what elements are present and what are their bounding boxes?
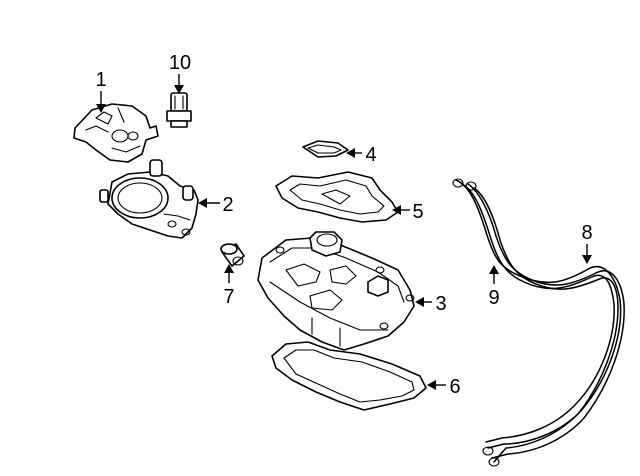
part-2-throttle-body: [99, 159, 199, 239]
callout-6: 6: [449, 376, 460, 398]
callout-7: 7: [223, 286, 234, 308]
callout-5: 5: [412, 201, 423, 223]
part-5-cover-gasket: [275, 171, 399, 223]
part-7-connector: [220, 243, 245, 267]
callout-8: 8: [581, 222, 592, 244]
callout-3: 3: [435, 293, 446, 315]
leaders: [96, 74, 592, 390]
callout-10: 10: [169, 52, 191, 74]
part-10-sensor: [166, 92, 192, 128]
part-4-gasket: [302, 140, 349, 158]
part-6-pan-gasket: [271, 341, 427, 411]
callout-4: 4: [365, 144, 376, 166]
part-8-9-hoses: [452, 178, 625, 467]
part-3-main-body: [257, 231, 415, 351]
callout-1: 1: [95, 69, 106, 91]
callout-2: 2: [222, 194, 233, 216]
callout-9: 9: [488, 287, 499, 309]
part-1-housing: [73, 103, 159, 163]
